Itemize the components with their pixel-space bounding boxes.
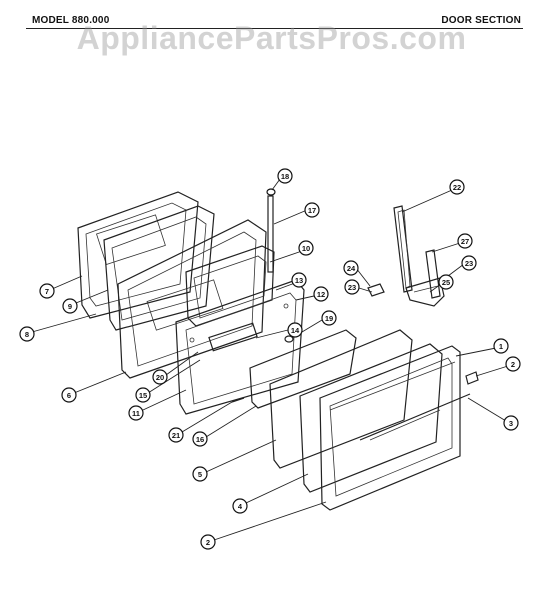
callout-12[interactable]: 12 (313, 286, 329, 302)
callout-17[interactable]: 17 (304, 202, 320, 218)
svg-text:23: 23 (348, 283, 356, 292)
header-rule (26, 28, 523, 29)
callout-13[interactable]: 13 (291, 272, 307, 288)
callout-15[interactable]: 15 (135, 387, 151, 403)
svg-text:20: 20 (156, 373, 164, 382)
part-3-handle (359, 393, 471, 441)
callout-9[interactable]: 9 (62, 298, 78, 314)
callout-22[interactable]: 22 (449, 179, 465, 195)
svg-text:13: 13 (295, 276, 303, 285)
callout-27[interactable]: 27 (457, 233, 473, 249)
section-title: DOOR SECTION (441, 15, 521, 26)
part-19-grommet (284, 335, 294, 343)
part-9-insulation (103, 205, 215, 331)
svg-text:18: 18 (281, 172, 289, 181)
part-25-hinge-bracket (405, 277, 445, 307)
svg-text:16: 16 (196, 435, 204, 444)
part-21-screw (231, 397, 245, 403)
part-2-clip (465, 371, 479, 385)
callout-24[interactable]: 24 (343, 260, 359, 276)
svg-text:24: 24 (347, 264, 356, 273)
callout-10[interactable]: 10 (298, 240, 314, 256)
svg-text:15: 15 (139, 391, 147, 400)
callout-14[interactable]: 14 (287, 322, 303, 338)
svg-text:12: 12 (317, 290, 325, 299)
part-22-hinge-arm (393, 205, 413, 293)
callout-20[interactable]: 20 (152, 369, 168, 385)
svg-text:21: 21 (172, 431, 180, 440)
part-1-outer-door (319, 345, 461, 511)
part-27-spring (425, 249, 441, 299)
callout-8[interactable]: 8 (19, 326, 35, 342)
callout-2-bottom[interactable]: 2 (200, 534, 216, 550)
part-16-window-pack (249, 329, 357, 409)
callout-2-right[interactable]: 2 (505, 356, 521, 372)
callout-6[interactable]: 6 (61, 387, 77, 403)
part-11-door-liner (175, 279, 305, 415)
part-5-inner-glass (269, 329, 413, 469)
svg-text:17: 17 (308, 206, 316, 215)
callout-4[interactable]: 4 (232, 498, 248, 514)
svg-text:2: 2 (206, 538, 210, 547)
callout-19[interactable]: 19 (321, 310, 337, 326)
part-4-middle-glass (299, 343, 443, 493)
watermark-logo: AppliancePartsPros.com (76, 20, 467, 56)
svg-text:22: 22 (453, 183, 461, 192)
svg-text:27: 27 (461, 237, 469, 246)
svg-text:1: 1 (499, 342, 503, 351)
callout-23-left[interactable]: 23 (344, 279, 360, 295)
callout-1[interactable]: 1 (493, 338, 509, 354)
part-24-hinge-pin (367, 283, 385, 297)
svg-text:5: 5 (198, 470, 202, 479)
callout-5[interactable]: 5 (192, 466, 208, 482)
part-17-rod (266, 188, 276, 273)
svg-text:19: 19 (325, 314, 333, 323)
callout-16[interactable]: 16 (192, 431, 208, 447)
leader-lines (31, 178, 509, 541)
part-7-trim-frame (77, 191, 199, 319)
callout-23-right[interactable]: 23 (461, 255, 477, 271)
svg-text:11: 11 (132, 409, 140, 418)
callout-3[interactable]: 3 (503, 415, 519, 431)
callout-25[interactable]: 25 (438, 274, 454, 290)
svg-text:25: 25 (442, 278, 450, 287)
svg-text:7: 7 (45, 287, 49, 296)
model-number: MODEL 880.000 (32, 15, 110, 26)
svg-text:6: 6 (67, 391, 71, 400)
callout-18-top[interactable]: 18 (277, 168, 293, 184)
svg-text:23: 23 (465, 259, 473, 268)
svg-text:9: 9 (68, 302, 72, 311)
svg-text:2: 2 (511, 360, 515, 369)
svg-text:14: 14 (291, 326, 300, 335)
svg-text:3: 3 (509, 419, 513, 428)
callout-21[interactable]: 21 (168, 427, 184, 443)
svg-text:8: 8 (25, 330, 29, 339)
callout-11[interactable]: 11 (128, 405, 144, 421)
svg-text:10: 10 (302, 244, 310, 253)
callout-7[interactable]: 7 (39, 283, 55, 299)
part-6-inner-panel (117, 219, 267, 379)
svg-text:4: 4 (238, 502, 243, 511)
